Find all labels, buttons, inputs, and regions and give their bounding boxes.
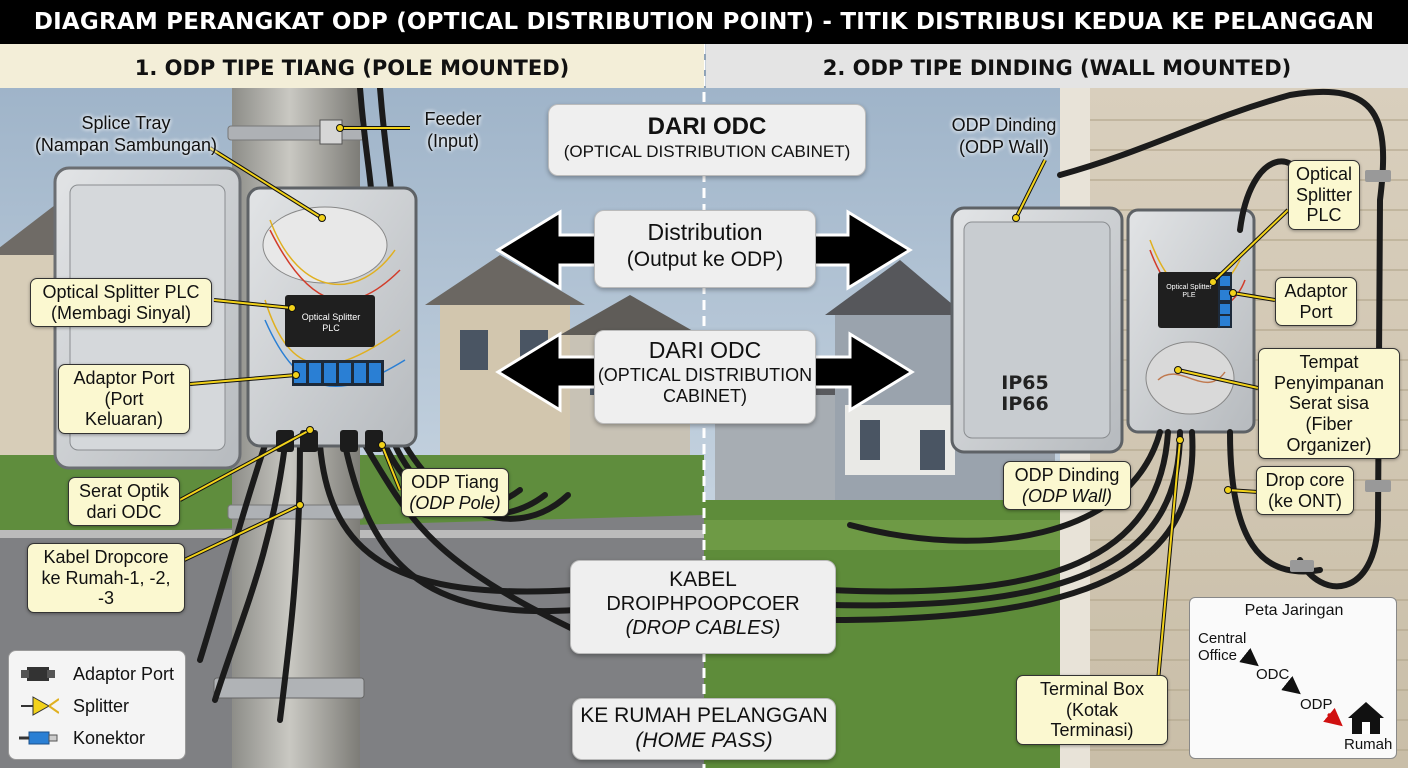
adaptor-port-icon [21,667,55,681]
network-map-arrows [1239,647,1384,734]
wall-odp-door [950,206,1124,454]
legend-item-splitter: Splitter [19,693,129,719]
label-odp-tiang: ODP Tiang(ODP Pole) [401,468,509,518]
box-ke-rumah: KE RUMAH PELANGGAN (HOME PASS) [572,698,836,760]
legend: Adaptor Port Splitter Konektor [8,650,186,760]
label-feeder: Feeder(Input) [424,109,482,151]
splitter-icon [21,696,60,716]
network-map-odc: ODC [1256,666,1290,683]
label-odp-dinding-top: ODP Dinding(ODP Wall) [951,115,1057,157]
section-header-pole: 1. ODP TIPE TIANG (POLE MOUNTED) [0,44,704,88]
diagram-title: DIAGRAM PERANGKAT ODP (OPTICAL DISTRIBUT… [0,0,1408,44]
label-odp-dinding: ODP Dinding(ODP Wall) [1003,461,1131,511]
legend-item-adaptor: Adaptor Port [19,661,174,687]
label-terminal-box: Terminal Box(Kotak Terminasi) [1016,675,1168,746]
box-kabel-drop: KABEL DROIPHPOOPCOER (DROP CABLES) [570,560,836,654]
house-icon [1348,702,1384,734]
section-header-wall: 2. ODP TIPE DINDING (WALL MOUNTED) [706,44,1408,88]
label-adaptor-port: Adaptor Port(Port Keluaran) [58,364,190,435]
label-optical-splitter: Optical Splitter PLC(Membagi Sinyal) [30,278,212,328]
box-dari-odc-top: DARI ODC (OPTICAL DISTRIBUTION CABINET) [548,104,866,176]
box-distribution: Distribution (Output ke ODP) [594,210,816,288]
box-dari-odc-middle: DARI ODC (OPTICAL DISTRIBUTION CABINET) [594,330,816,424]
network-map-rumah: Rumah [1344,736,1393,753]
wall-odp-box [1126,208,1256,434]
connector-icon [19,731,58,745]
network-map-title: Peta Jaringan [1244,602,1344,619]
label-splice-tray: Splice Tray(Nampan Sambungan) [34,113,218,155]
legend-item-connector: Konektor [19,725,145,751]
label-drop-core: Drop core(ke ONT) [1256,466,1354,516]
